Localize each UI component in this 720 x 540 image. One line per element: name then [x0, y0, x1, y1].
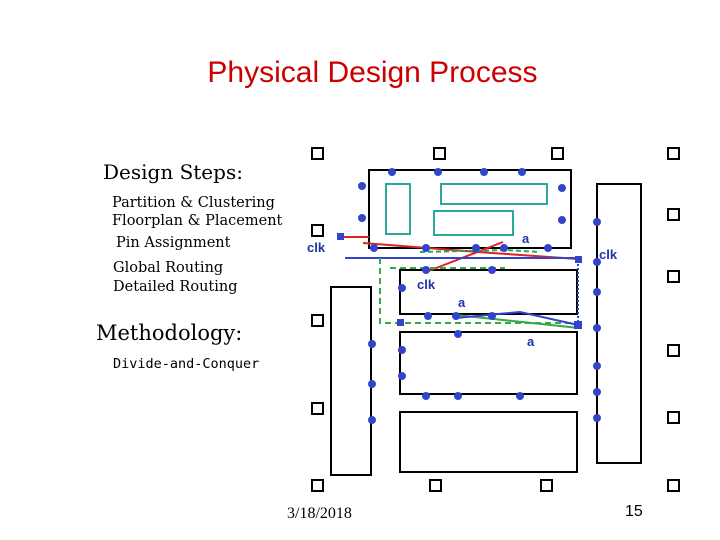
pin: [368, 340, 376, 348]
io-pad: [433, 147, 446, 160]
methodology-item: Divide-and-Conquer: [113, 356, 260, 372]
block-middle: [399, 269, 578, 315]
slide-title: Physical Design Process: [207, 56, 538, 89]
cell-tall: [385, 183, 411, 235]
pin: [368, 416, 376, 424]
pin: [593, 258, 601, 266]
net-a-teal-dashed: [419, 248, 541, 253]
cell-wide-bottom: [433, 210, 514, 236]
pin: [593, 388, 601, 396]
net-label-clk-right: clk: [599, 247, 618, 262]
pin: [558, 184, 566, 192]
page-number: 15: [625, 503, 643, 520]
pin: [358, 182, 366, 190]
pin: [370, 244, 378, 252]
terminal: [575, 256, 582, 263]
terminal: [337, 233, 344, 240]
step-global-routing: Global Routing: [113, 260, 224, 276]
io-pad: [667, 479, 680, 492]
io-pad: [667, 411, 680, 424]
pin: [422, 392, 430, 400]
net-label-a-bottom: a: [527, 334, 535, 349]
pin: [424, 312, 432, 320]
terminal: [397, 319, 404, 326]
pin: [388, 168, 396, 176]
net-clk-red: [362, 242, 579, 260]
pin: [593, 218, 601, 226]
io-pad: [311, 402, 324, 415]
pin: [398, 346, 406, 354]
pin: [516, 392, 524, 400]
cells: [385, 183, 548, 236]
block-bottom: [399, 411, 578, 473]
step-floorplan: Floorplan & Placement: [112, 213, 283, 229]
pin: [398, 284, 406, 292]
io-pad: [667, 208, 680, 221]
net-clk-branch: [425, 241, 504, 273]
io-pad: [311, 147, 324, 160]
cell-wide-top: [440, 183, 548, 205]
pin: [472, 244, 480, 252]
pin: [488, 266, 496, 274]
footer-date: 3/18/2018: [287, 505, 352, 522]
net-label-clk-middle: clk: [417, 277, 436, 292]
pin: [518, 168, 526, 176]
pin: [434, 168, 442, 176]
io-pad: [429, 479, 442, 492]
pin: [593, 324, 601, 332]
io-pad: [667, 344, 680, 357]
terminal: [574, 321, 582, 329]
net-a-blue-diag: [455, 310, 579, 326]
methodology-heading: Methodology:: [96, 321, 243, 345]
design-steps-heading: Design Steps:: [103, 160, 243, 184]
step-pin-assignment: Pin Assignment: [116, 235, 231, 251]
nets: [341, 236, 580, 329]
io-pad: [667, 270, 680, 283]
net-terminals: [337, 233, 582, 329]
net-a-green-dashed: [379, 258, 578, 324]
io-pad: [311, 314, 324, 327]
pin: [558, 216, 566, 224]
step-detailed-routing: Detailed Routing: [113, 279, 238, 295]
io-pad: [667, 147, 680, 160]
pin: [398, 372, 406, 380]
io-pad: [311, 224, 324, 237]
net-label-a-top: a: [522, 231, 530, 246]
pin: [544, 244, 552, 252]
io-pad: [540, 479, 553, 492]
net-a-green-diag: [455, 314, 580, 329]
block-right: [596, 183, 642, 464]
blocks: [330, 169, 642, 476]
pin: [368, 380, 376, 388]
pin: [488, 312, 496, 320]
step-partition: Partition & Clustering: [112, 195, 275, 211]
pin: [500, 244, 508, 252]
net-label-a-middle: a: [458, 295, 466, 310]
pin: [593, 288, 601, 296]
pins: [358, 168, 601, 424]
io-pads: [311, 147, 680, 492]
net-label-clk-left: clk: [307, 240, 326, 255]
io-pad: [311, 479, 324, 492]
pin: [454, 330, 462, 338]
pin: [452, 312, 460, 320]
pin: [454, 392, 462, 400]
pin: [480, 168, 488, 176]
pin: [593, 414, 601, 422]
pin: [358, 214, 366, 222]
pin: [422, 244, 430, 252]
block-left: [330, 286, 372, 476]
pin: [422, 266, 430, 274]
io-pad: [551, 147, 564, 160]
block-lower: [399, 331, 578, 395]
pin: [593, 362, 601, 370]
block-top: [368, 169, 572, 249]
